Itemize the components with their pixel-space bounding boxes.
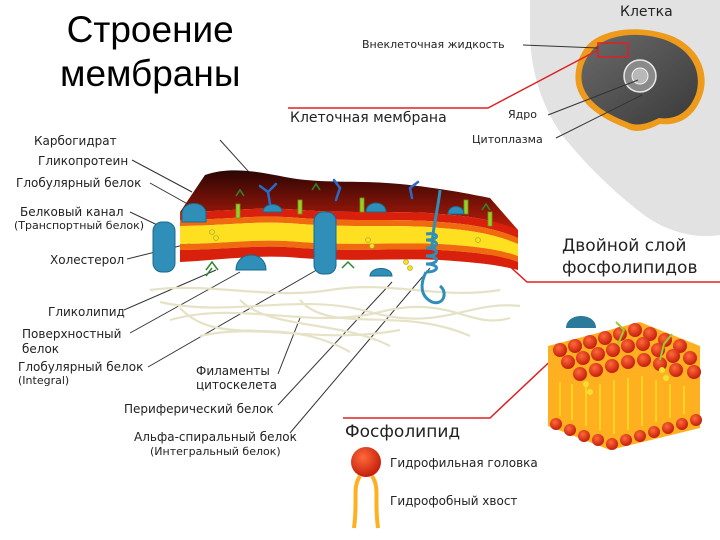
glycolipid-label: Гликолипид (48, 305, 125, 319)
peripheral-protein-label: Периферический белок (124, 402, 274, 416)
bilayer-label-line2: фосфолипидов (562, 258, 698, 278)
globular-protein-label: Глобулярный белок (16, 176, 142, 190)
title-line-1: Строение (66, 9, 234, 50)
nucleolus-shape (631, 67, 649, 85)
glycoprotein-body (262, 204, 283, 213)
filaments-label-line1: Филаменты (196, 364, 270, 378)
page-title: Строение мембраны (60, 8, 240, 96)
globular-integral-sublabel: (Integral) (18, 374, 70, 387)
phospholipid-connector (343, 351, 561, 419)
phospholipid-protein (566, 316, 596, 328)
peripheral-protein (369, 268, 393, 277)
surface-protein-label-line2: белок (22, 342, 60, 356)
hydrophobic-tail-label: Гидрофобный хвост (390, 494, 518, 508)
glycoprotein-label: Гликопротеин (38, 154, 129, 168)
surface-protein-label-line1: Поверхностный (22, 327, 122, 341)
bilayer-label-line1: Двойной слой (562, 236, 687, 256)
phospholipid-heads-top (553, 323, 701, 381)
membrane-slab (180, 170, 518, 270)
cell-inset (530, 0, 720, 237)
bilayer-connector (504, 261, 720, 283)
cholesterol-beads (209, 229, 481, 271)
protein-channel-left (152, 221, 176, 273)
phospholipid-label: Фосфолипид (345, 422, 461, 442)
carbohydrate-chains (258, 178, 420, 206)
carbohydrate-label: Карбогидрат (34, 134, 117, 148)
cholesterol-label: Холестерол (50, 253, 125, 267)
phospholipid-legend-icon (351, 447, 381, 529)
phospholipid-glycolipid (615, 321, 673, 361)
phospholipid-heads-bottom (550, 414, 702, 450)
filaments-label-line2: цитоскелета (196, 378, 277, 392)
cell-membrane-label: Клеточная мембрана (290, 110, 447, 126)
alpha-helix-sublabel: (Интегральный белок) (150, 445, 281, 458)
surface-protein (235, 254, 267, 271)
alpha-helix-label: Альфа-спиральный белок (134, 430, 297, 444)
membrane-connector (288, 49, 599, 109)
protein-channel-sublabel: (Транспортный белок) (14, 219, 145, 232)
hydrophilic-head-label: Гидрофильная головка (390, 456, 538, 470)
cholesterol-molecules (235, 197, 493, 227)
cytoplasm-label: Цитоплазма (472, 133, 543, 146)
globular-integral-protein (313, 211, 337, 275)
cell-label: Клетка (620, 4, 673, 20)
alpha-helix-protein (420, 189, 446, 305)
phospholipid-cholesterol (583, 367, 669, 395)
title-line-2: мембраны (60, 53, 241, 94)
connector-lines (288, 49, 720, 419)
globular-integral-label: Глобулярный белок (18, 360, 144, 374)
extracellular-fluid-label: Внеклеточная жидкость (362, 38, 505, 51)
protein-channel-label: Белковый канал (20, 205, 124, 219)
glycolipid-chains (205, 182, 491, 277)
nucleus-label: Ядро (508, 108, 537, 121)
globular-protein-top (181, 203, 207, 223)
cytoskeleton-filaments (149, 286, 521, 353)
phospholipid-patch (548, 316, 702, 450)
membrane-proteins (152, 202, 465, 277)
phospholipid-tails (559, 376, 685, 434)
